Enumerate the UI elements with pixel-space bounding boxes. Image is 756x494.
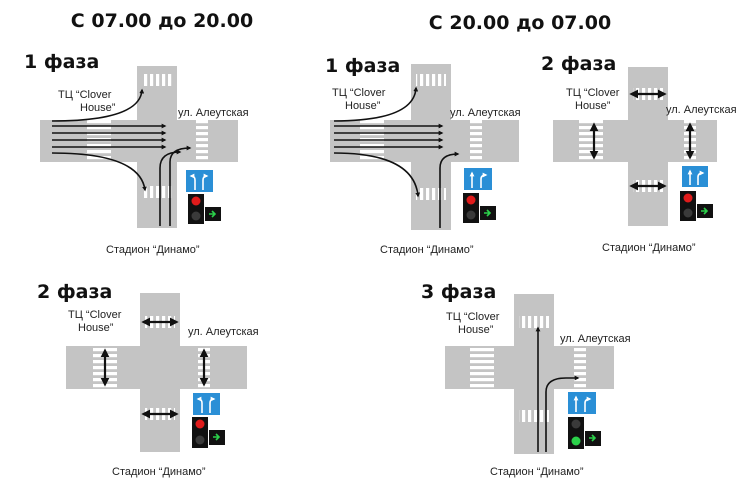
u-turn-arrow-icon	[169, 145, 192, 226]
street-label: ул. Алеутская	[188, 326, 259, 338]
crosswalk	[470, 120, 482, 162]
pedestrian-arrow-icon	[589, 89, 695, 191]
intersection-road	[66, 293, 247, 452]
mall-label-line1: ТЦ “Clover	[332, 87, 386, 99]
off-light	[191, 211, 201, 221]
left-turn-arrow-icon	[51, 88, 145, 122]
crosswalk	[574, 346, 586, 389]
green-right-arrow-icon	[701, 207, 709, 215]
phase-label: 3 фаза	[421, 281, 496, 303]
heading-night: С 20.00 до 07.00	[429, 12, 611, 34]
lane-sign	[193, 393, 220, 415]
stadium-label: Стадион “Динамо”	[380, 244, 474, 256]
traffic-light	[680, 191, 713, 221]
diagram-night-phase-1: 1 фаза ТЦ “Clover Ho	[325, 55, 521, 256]
mall-label-line2: House”	[78, 322, 114, 334]
green-right-arrow-icon	[209, 210, 217, 218]
mall-label-line2: House”	[80, 102, 116, 114]
heading-day: С 07.00 до 20.00	[71, 10, 253, 32]
mall-label-line2: House”	[345, 100, 381, 112]
lane-sign	[568, 392, 596, 414]
sign-straight-right-icon	[687, 169, 705, 185]
red-light	[683, 193, 693, 203]
green-right-arrow-icon	[213, 433, 221, 441]
lane-sign	[186, 170, 213, 192]
off-light	[195, 435, 205, 445]
diagram-day-phase-1: 1 фаза ТЦ “Clover	[24, 51, 249, 256]
mall-label-line2: House”	[575, 100, 611, 112]
red-light	[466, 195, 476, 205]
street-label: ул. Алеутская	[666, 104, 737, 116]
traffic-light	[568, 417, 601, 449]
green-right-arrow-icon	[589, 434, 597, 442]
mall-label-line1: ТЦ “Clover	[58, 89, 112, 101]
diagram-day-phase-2: 2 фаза ТЦ “Clover House” ул. Ал	[37, 281, 259, 478]
crosswalk	[142, 186, 172, 198]
mall-label-line2: House”	[458, 324, 494, 336]
right-turn-arrow-icon	[51, 152, 147, 192]
street-label: ул. Алеутская	[178, 107, 249, 119]
stadium-label: Стадион “Динамо”	[106, 244, 200, 256]
off-light	[683, 208, 693, 218]
green-light	[571, 436, 581, 446]
stadium-label: Стадион “Динамо”	[602, 242, 696, 254]
phase-label: 2 фаза	[541, 53, 616, 75]
lane-sign	[464, 168, 492, 190]
traffic-light	[463, 193, 496, 223]
intersection-road	[553, 67, 717, 226]
crosswalk	[519, 410, 549, 422]
street-label: ул. Алеутская	[450, 107, 521, 119]
sign-straight-right-icon	[573, 395, 592, 412]
straight-arrows-icon	[52, 123, 167, 150]
phase-label: 1 фаза	[325, 55, 400, 77]
sign-left-right-icon	[189, 173, 209, 190]
mall-label-line1: ТЦ “Clover	[446, 311, 500, 323]
right-turn-arrow-icon	[159, 149, 182, 226]
street-label: ул. Алеутская	[560, 333, 631, 345]
crosswalk	[142, 74, 172, 86]
diagram-night-phase-3: 3 фаза ТЦ “Clover House” ул. Алеутская С…	[421, 281, 631, 478]
intersection-road	[445, 294, 614, 454]
sign-straight-right-icon	[469, 171, 488, 188]
right-turn-arrow-icon	[333, 152, 421, 198]
crosswalk	[519, 316, 549, 328]
off-light	[466, 210, 476, 220]
red-light	[195, 419, 205, 429]
left-turn-arrow-icon	[333, 86, 419, 122]
pedestrian-arrow-icon	[100, 317, 209, 419]
off-light	[571, 419, 581, 429]
phase-label: 1 фаза	[24, 51, 99, 73]
red-light	[191, 196, 201, 206]
straight-arrows-icon	[334, 123, 444, 150]
traffic-light	[188, 194, 221, 224]
crosswalk	[416, 188, 446, 200]
right-turn-arrow-icon	[545, 375, 580, 452]
green-right-arrow-icon	[484, 209, 492, 217]
crosswalk	[416, 74, 446, 86]
diagram-night-phase-2: 2 фаза ТЦ “Clover House” ул. Ал	[541, 53, 737, 254]
phase-label: 2 фаза	[37, 281, 112, 303]
mall-label-line1: ТЦ “Clover	[566, 87, 620, 99]
crosswalk	[579, 120, 603, 162]
stadium-label: Стадион “Динамо”	[490, 466, 584, 478]
stadium-label: Стадион “Динамо”	[112, 466, 206, 478]
right-turn-arrow-icon	[439, 151, 460, 228]
crosswalk	[470, 346, 494, 389]
lane-sign	[682, 166, 708, 187]
traffic-light	[192, 417, 225, 448]
mall-label-line1: ТЦ “Clover	[68, 309, 122, 321]
crosswalk	[196, 120, 208, 162]
sign-left-right-icon	[196, 396, 216, 413]
